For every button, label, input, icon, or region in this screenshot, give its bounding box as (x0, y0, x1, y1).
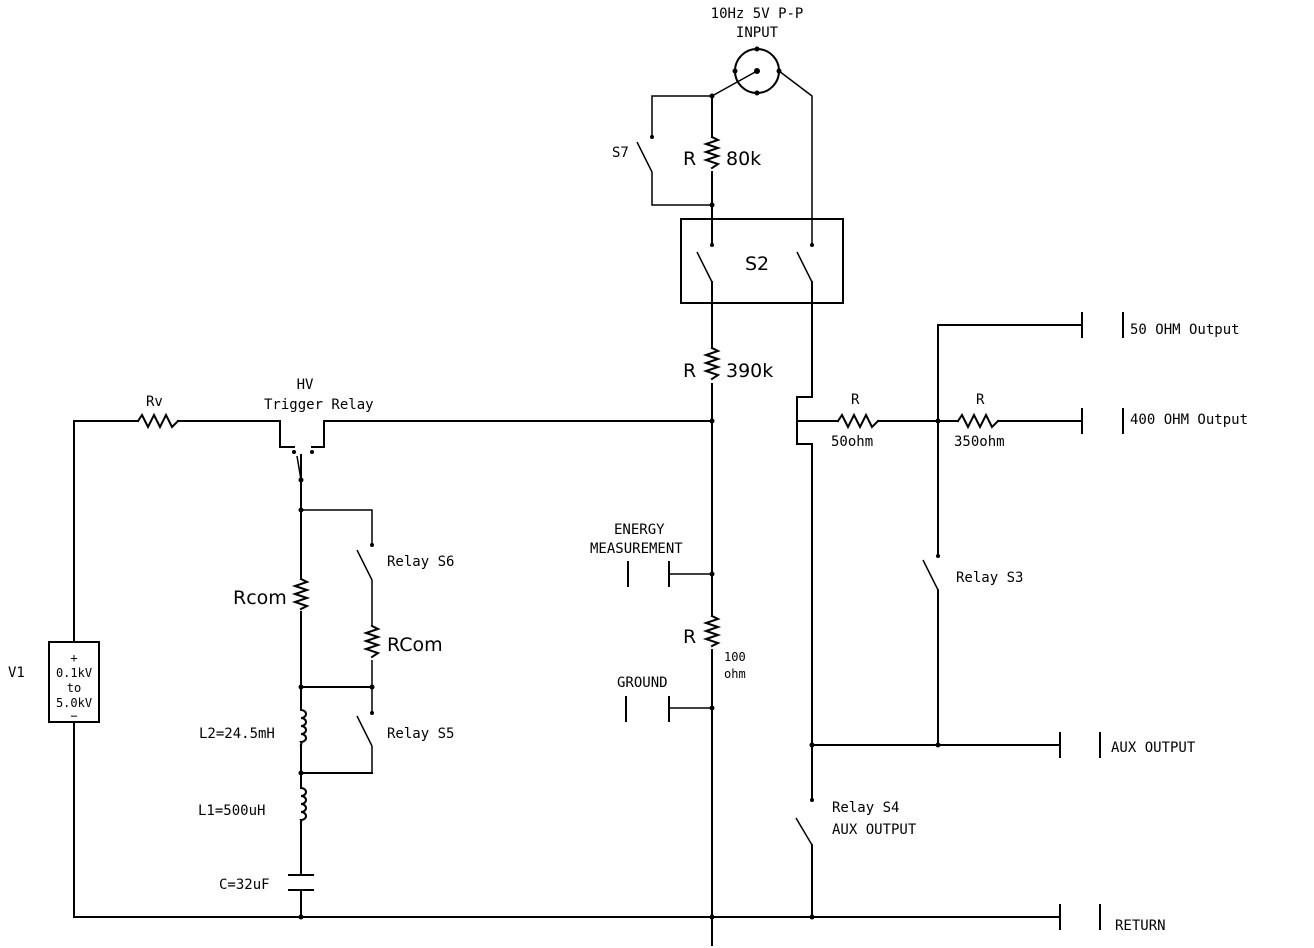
r100-value-label-2: ohm (724, 667, 746, 681)
cap-label: C=32uF (219, 877, 270, 893)
r350-r-label: R (976, 392, 985, 408)
out400-label: 400 OHM Output (1130, 412, 1248, 428)
r80-r-label: R (683, 148, 696, 170)
energy-terminal-icon (627, 561, 670, 587)
wires (73, 70, 1083, 946)
input-connector-icon (711, 46, 782, 97)
output-terminals (1059, 312, 1124, 930)
resistor-50ohm (836, 412, 880, 430)
r350-value-label: 350ohm (954, 434, 1005, 450)
relay-s4-label-2: AUX OUTPUT (832, 822, 917, 838)
rcom1-label: Rcom (233, 587, 287, 609)
switch-s2-right (796, 243, 814, 283)
s2-label: S2 (745, 253, 769, 275)
resistor-rcom-1 (291, 577, 311, 611)
hv-relay-label-2: Trigger Relay (264, 397, 374, 413)
source-line2: to (67, 681, 81, 695)
junction-dots (298, 93, 941, 920)
resistor-350ohm (956, 412, 1000, 430)
source-plus: + (70, 651, 77, 665)
source-minus: − (70, 709, 77, 723)
resistor-100ohm (702, 614, 722, 648)
input-label-2: INPUT (736, 25, 779, 41)
switch-relay-s4 (795, 798, 814, 846)
relay-s4-label-1: Relay S4 (832, 800, 899, 816)
resistor-80k (702, 135, 722, 170)
rcom2-label: RCom (387, 634, 443, 656)
r390-r-label: R (683, 360, 696, 382)
s7-label: S7 (612, 145, 629, 161)
relay-s5-label: Relay S5 (387, 726, 454, 742)
v1-label: V1 (8, 665, 25, 681)
energy-label-1: ENERGY (614, 522, 665, 538)
r50-value-label: 50ohm (831, 434, 873, 450)
return-label: RETURN (1115, 918, 1166, 934)
voltage-source (48, 641, 100, 723)
r100-value-label-1: 100 (724, 650, 746, 664)
source-line1: 0.1kV (56, 666, 92, 680)
aux-output-label: AUX OUTPUT (1111, 740, 1196, 756)
inductor-l2 (299, 708, 307, 747)
energy-label-2: MEASUREMENT (590, 541, 683, 557)
r100-r-label: R (683, 626, 696, 648)
rv-label: Rv (146, 394, 163, 410)
inductor-l1 (299, 786, 307, 824)
switch-hv-trigger (292, 450, 314, 481)
switch-relay-s3 (922, 554, 940, 591)
resistor-rv (136, 412, 180, 430)
capacitor-c (288, 874, 314, 891)
ground-terminal-icon (625, 696, 670, 722)
relay-s6-label: Relay S6 (387, 554, 454, 570)
out50-label: 50 OHM Output (1130, 322, 1240, 338)
r80-value-label: 80k (726, 148, 761, 170)
hv-relay-label-1: HV (297, 377, 314, 393)
switch-s7 (636, 135, 654, 173)
r390-value-label: 390k (726, 360, 773, 382)
ground-label: GROUND (617, 675, 668, 691)
resistor-rcom-2 (362, 624, 382, 659)
s2-box (680, 218, 844, 304)
l2-label: L2=24.5mH (199, 726, 275, 742)
relay-s3-label: Relay S3 (956, 570, 1023, 586)
switch-relay-s5 (356, 711, 374, 747)
r50-r-label: R (851, 392, 860, 408)
resistor-390k (702, 346, 722, 381)
input-label-1: 10Hz 5V P-P (711, 6, 804, 22)
switch-relay-s6 (356, 543, 374, 581)
l1-label: L1=500uH (198, 803, 265, 819)
source-line3: 5.0kV (56, 696, 92, 710)
switch-s2-left (696, 243, 714, 283)
